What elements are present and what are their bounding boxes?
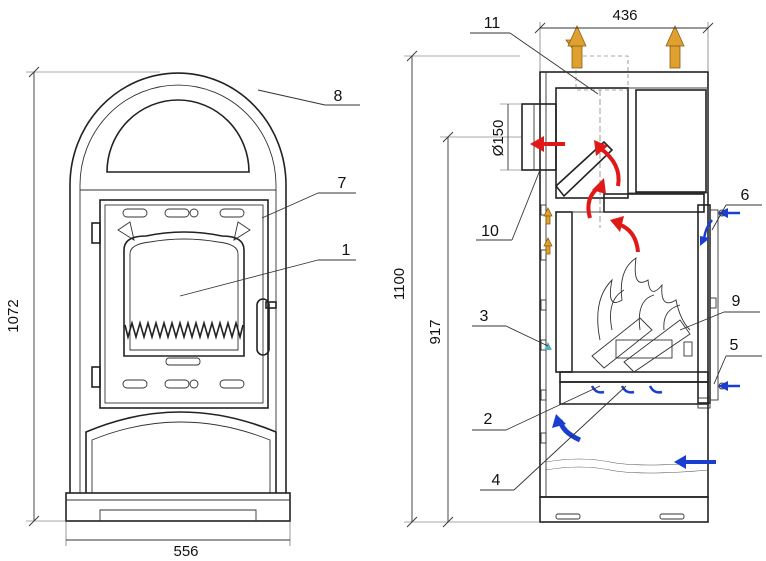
front-outer-body bbox=[69, 72, 287, 493]
callout-9: 9 bbox=[732, 293, 741, 310]
callout-5: 5 bbox=[730, 337, 739, 354]
logs bbox=[591, 317, 653, 369]
callout-6: 6 bbox=[741, 187, 750, 204]
front-view: 1072 556 8 7 1 bbox=[5, 66, 360, 560]
rear-convection-slots bbox=[540, 204, 547, 444]
side-plinth bbox=[539, 496, 709, 523]
top-vent-panel bbox=[106, 99, 250, 173]
callout-11: 11 bbox=[484, 15, 501, 32]
convection-arrows bbox=[543, 25, 685, 255]
door-hinge-bottom bbox=[91, 366, 101, 388]
door-hinge-top bbox=[91, 222, 101, 244]
front-plinth bbox=[65, 492, 291, 522]
side-inlet-height-dimension: 917 bbox=[427, 319, 444, 344]
fire-window bbox=[123, 231, 245, 357]
callout-1: 1 bbox=[342, 242, 351, 259]
callout-8: 8 bbox=[334, 88, 343, 105]
grate bbox=[124, 320, 244, 341]
callout-7: 7 bbox=[338, 175, 347, 192]
callout-3: 3 bbox=[480, 308, 489, 325]
side-height-dimension: 1100 bbox=[391, 268, 408, 300]
cool-air-arrows bbox=[552, 208, 740, 469]
callout-10: 10 bbox=[481, 223, 499, 240]
callout-2: 2 bbox=[484, 411, 493, 428]
hot-air-arrows bbox=[530, 136, 640, 253]
flue-diameter-dimension: Ø150 bbox=[490, 120, 507, 157]
side-width-dimension: 436 bbox=[612, 7, 637, 24]
front-inner-body bbox=[79, 84, 277, 493]
baffle-plate bbox=[603, 193, 705, 213]
flue-outlet bbox=[521, 103, 557, 171]
side-section-view: 436 1100 917 Ø150 11 6 10 9 3 bbox=[391, 7, 762, 528]
callout-4: 4 bbox=[492, 472, 501, 489]
front-width-dimension: 556 bbox=[173, 543, 198, 556]
ash-compartment bbox=[85, 411, 277, 493]
door bbox=[99, 199, 269, 409]
door-handle bbox=[256, 298, 270, 356]
front-height-dimension: 1072 bbox=[5, 299, 22, 332]
flames bbox=[597, 257, 691, 341]
